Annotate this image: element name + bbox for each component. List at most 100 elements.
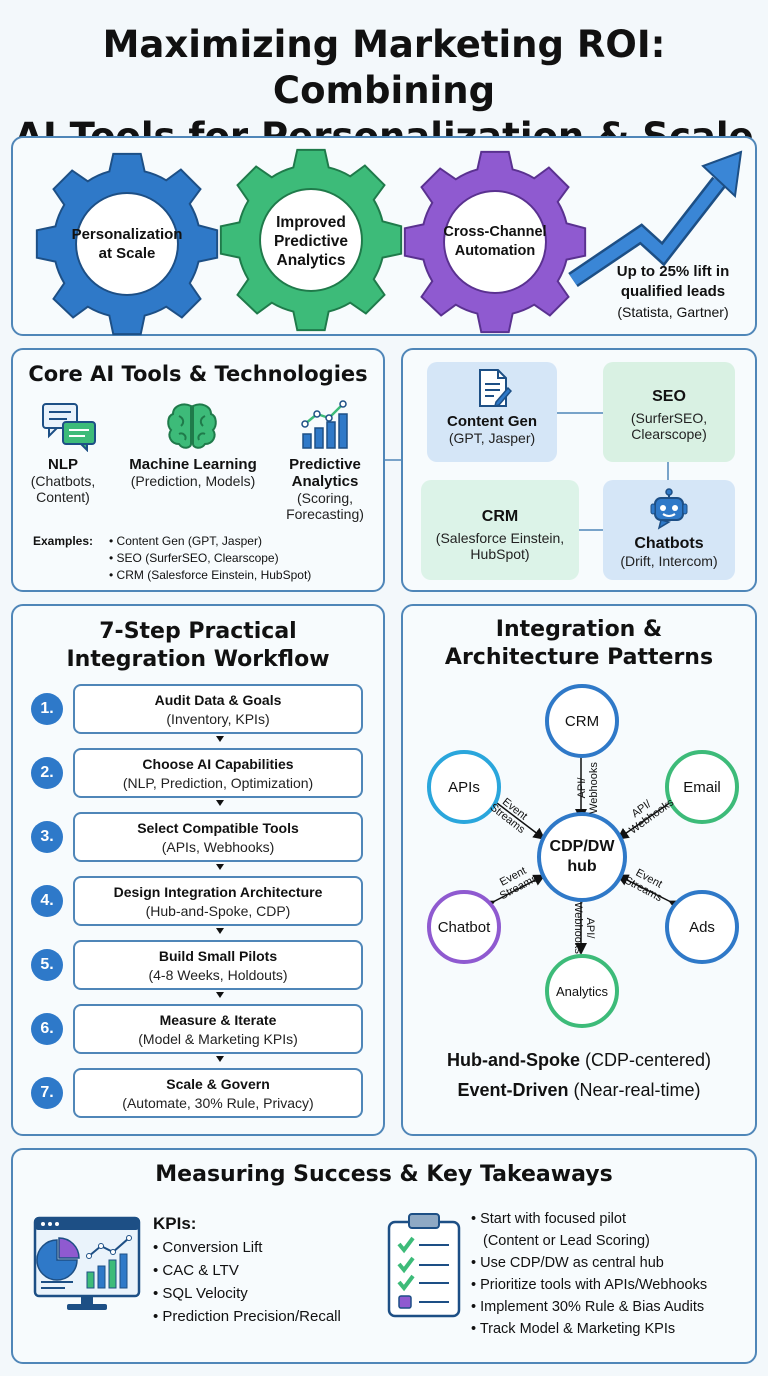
workflow-step-3: Select Compatible Tools (APIs, Webhooks) [73,812,363,862]
step-arrow-icon [216,864,224,870]
tool-nlp: NLP (Chatbots, Content) [23,456,103,505]
example-item: Content Gen (GPT, Jasper) [109,533,311,550]
architecture-heading-line-2: Architecture Patterns [444,645,714,670]
step-number-badge: 1. [31,693,63,725]
hub-label-line-2: hub [567,858,597,875]
lift-source: (Statista, Gartner) [617,304,729,320]
workflow-step-7: Scale & Govern (Automate, 30% Rule, Priva… [73,1068,363,1118]
panel-connector [384,459,404,461]
measuring-panel: Measuring Success & Key Takeaways KPIs: … [11,1148,757,1364]
node-chatbot: Chatbot [427,890,501,964]
step-title: Build Small Pilots [158,948,278,964]
example-item: CRM (Salesforce Einstein, HubSpot) [109,567,312,584]
takeaway-item: Start with focused pilot [471,1208,755,1230]
step-subtitle: (Hub-and-Spoke, CDP) [145,903,291,919]
kpi-item: Prediction Precision/Recall [153,1305,373,1328]
gear-2-label: Improved Predictive Analytics [273,213,349,269]
gear-1-label: Personalization at Scale [71,226,183,262]
step-subtitle: (NLP, Prediction, Optimization) [122,775,314,791]
node-ads: Ads [665,890,739,964]
kpis-list: Conversion Lift CAC & LTV SQL Velocity P… [153,1236,373,1328]
gear-3-shape [403,150,587,334]
workflow-step-4: Design Integration Architecture (Hub-and-… [73,876,363,926]
core-tools-heading: Core AI Tools & Technologies [28,362,368,386]
takeaway-item: Implement 30% Rule & Bias Audits [471,1296,755,1318]
kpi-item: SQL Velocity [153,1282,373,1305]
pattern-1-bold: Hub-and-Spoke [446,1050,580,1070]
tool-card-crm: CRM (Salesforce Einstein, HubSpot) [421,480,579,580]
step-arrow-icon [216,992,224,998]
node-apis: APIs [427,750,501,824]
step-number-badge: 4. [31,885,63,917]
step-title: Select Compatible Tools [137,820,299,836]
lift-callout: Up to 25% lift in qualified leads (Stati… [593,262,753,322]
step-title: Design Integration Architecture [113,884,323,900]
edge-label-analytics: API/ Webhooks [572,902,596,954]
step-subtitle: (Automate, 30% Rule, Privacy) [122,1095,314,1111]
lift-text-line-2: qualified leads [620,283,726,300]
tool-nlp-sub-1: (Chatbots, [30,473,96,489]
step-title: Scale & Govern [166,1076,270,1092]
takeaways-block: Start with focused pilot (Content or Lea… [471,1208,755,1340]
takeaways-list: Start with focused pilot (Content or Lea… [471,1208,755,1340]
measuring-heading: Measuring Success & Key Takeaways [155,1162,613,1187]
lift-text-line-1: Up to 25% lift in [616,263,730,280]
pattern-2-rest: (Near-real-time) [573,1080,701,1100]
step-number-badge: 6. [31,1013,63,1045]
bar-chart-icon [301,400,348,449]
workflow-heading: 7-Step Practical Integration Workflow [13,618,383,674]
page-title-line-1: Maximizing Marketing ROI: Combining [102,23,666,112]
crm-sub-1: (Salesforce Einstein, [435,530,565,546]
workflow-step-5: Build Small Pilots (4-8 Weeks, Holdouts) [73,940,363,990]
crm-name: CRM [481,508,519,525]
seo-sub-1: (SurferSEO, [630,410,708,426]
tool-ml-sub: (Prediction, Models) [130,473,256,489]
architecture-heading: Integration & Architecture Patterns [403,616,755,672]
content-gen-name: Content Gen [447,413,537,430]
node-hub: CDP/DW hub [537,812,627,902]
pattern-1: Hub-and-Spoke (CDP-centered) [403,1050,755,1071]
tool-map-panel: Content Gen (GPT, Jasper) SEO (SurferSEO… [401,348,757,592]
document-icon [479,369,513,408]
step-subtitle: (Inventory, KPIs) [166,711,270,727]
hub-label-line-1: CDP/DW [549,838,615,855]
core-tools-panel: Core AI Tools & Technologies NLP (Chatbo… [11,348,385,592]
crm-sub-2: HubSpot) [470,546,530,562]
gear-2-shape [219,148,403,332]
brain-icon [167,403,217,449]
step-subtitle: (4-8 Weeks, Holdouts) [148,967,288,983]
examples-label: Examples: [33,534,94,548]
step-number-badge: 2. [31,757,63,789]
step-number-badge: 5. [31,949,63,981]
tool-predictive-sub-2: Forecasting) [286,506,364,522]
edge-label-crm: API/ Webhooks [576,762,600,814]
seo-sub-2: Clearscope) [631,426,707,442]
tool-predictive: Predictive Analytics (Scoring, Forecasti… [275,456,375,522]
robot-icon [650,488,688,530]
hero-panel: Personalization at Scale Improved Predic… [11,136,757,336]
takeaway-item: Prioritize tools with APIs/Webhooks [471,1274,755,1296]
pattern-1-rest: (CDP-centered) [584,1050,712,1070]
kpis-label: KPIs: [153,1214,197,1233]
step-title: Measure & Iterate [159,1012,277,1028]
kpi-item: CAC & LTV [153,1259,373,1282]
node-email: Email [665,750,739,824]
hub-spoke-lines [482,745,682,955]
tool-ml-name: Machine Learning [129,456,257,473]
step-subtitle: (APIs, Webhooks) [161,839,275,855]
seo-name: SEO [652,388,686,405]
takeaway-item-continuation: (Content or Lead Scoring) [483,1233,650,1249]
kpis-block: KPIs: Conversion Lift CAC & LTV SQL Velo… [153,1214,373,1328]
step-arrow-icon [216,1056,224,1062]
step-number-badge: 7. [31,1077,63,1109]
workflow-heading-line-1: 7-Step Practical [99,619,297,644]
kpi-item: Conversion Lift [153,1236,373,1259]
examples-list: Content Gen (GPT, Jasper) SEO (SurferSEO… [109,533,312,584]
workflow-heading-line-2: Integration Workflow [66,647,330,672]
hero-graphics [35,148,743,336]
tool-card-seo: SEO (SurferSEO, Clearscope) [603,362,735,462]
gear-1-shape [35,152,219,336]
step-subtitle: (Model & Marketing KPIs) [138,1031,298,1047]
tool-nlp-name: NLP [48,456,78,473]
step-title: Choose AI Capabilities [142,756,294,772]
